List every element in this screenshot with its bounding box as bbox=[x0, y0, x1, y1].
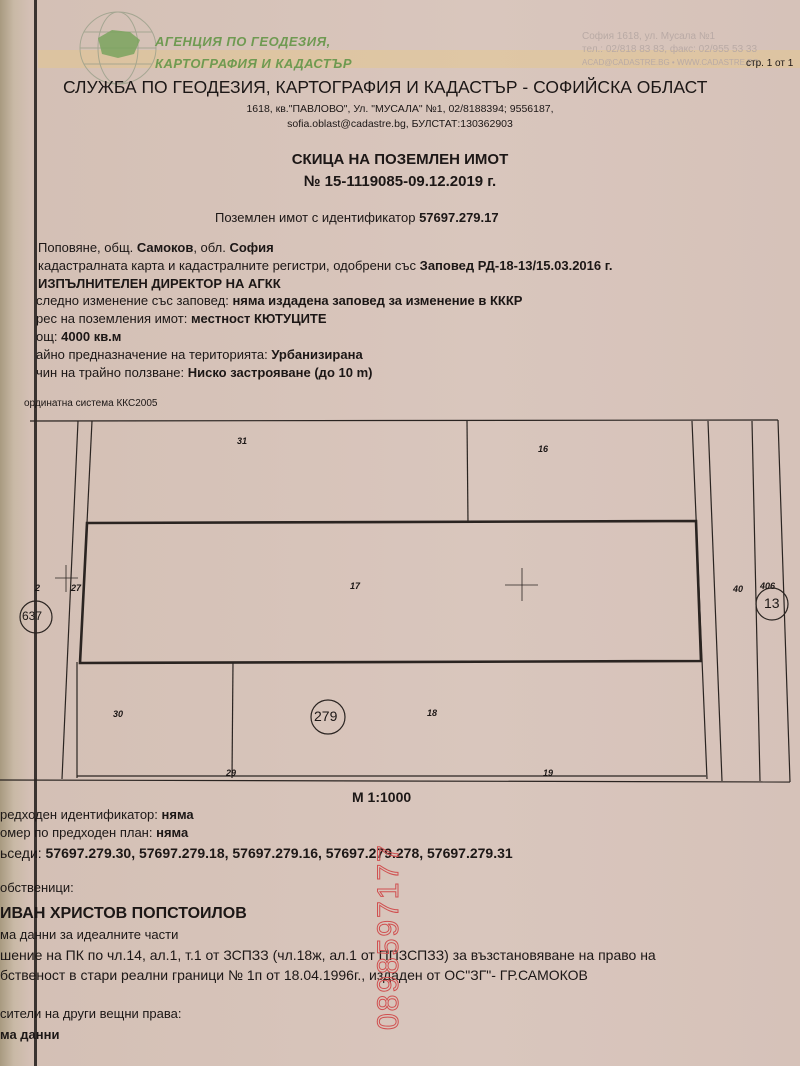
identifier-line: Поземлен имот с идентификатор 57697.279.… bbox=[215, 210, 499, 225]
parcel-label: 406 bbox=[760, 581, 776, 591]
parcel-label: 18 bbox=[427, 708, 438, 718]
detail-value: 4000 кв.м bbox=[61, 329, 122, 344]
detail-label: следно изменение със заповед: bbox=[36, 293, 233, 308]
contact-line: тел.: 02/818 83 83, факс: 02/955 53 33 bbox=[582, 44, 758, 55]
parcel-label: 16 bbox=[538, 444, 549, 454]
book-spine bbox=[34, 0, 37, 1066]
identifier-value: 57697.279.17 bbox=[419, 210, 499, 225]
parcel-label: 40 bbox=[733, 584, 744, 594]
detail-area: ощ: 4000 кв.м bbox=[36, 329, 121, 344]
identifier-label: Поземлен имот с идентификатор bbox=[215, 210, 416, 225]
block-number: 279 bbox=[314, 708, 338, 724]
detail-label: чин на трайно ползване: bbox=[36, 365, 188, 380]
detail-value: Самоков bbox=[136, 240, 194, 255]
detail-address: рес на поземления имот: местност КЮТУЦИТ… bbox=[36, 311, 327, 326]
detail-label: айно предназначение на територията: bbox=[36, 347, 272, 362]
owners-label: обственици: bbox=[0, 880, 74, 895]
contact-line: София 1618, ул. Мусала №1 bbox=[582, 31, 716, 42]
contact-line: ACAD@CADASTRE.BG • WWW.CADASTRE.BG bbox=[582, 58, 759, 67]
detail-change: следно изменение със заповед: няма издад… bbox=[36, 293, 522, 308]
previous-plan-number: омер по предходен план: няма bbox=[0, 825, 188, 840]
parcel-label: 19 bbox=[543, 768, 554, 778]
map-scale: М 1:1000 bbox=[352, 789, 412, 805]
detail-value: Ниско застрояване (до 10 m) bbox=[187, 365, 373, 380]
detail-location: Поповяне, общ. Самоков, обл. София bbox=[38, 240, 274, 255]
detail-value: Заповед РД-18-13/15.03.2016 г. bbox=[419, 258, 613, 273]
field-label: редходен идентификатор: bbox=[0, 807, 162, 822]
field-label: ьседи: bbox=[0, 845, 46, 861]
block-circle-279 bbox=[310, 699, 346, 735]
office-email: sofia.oblast@cadastre.bg, БУЛСТАТ:130362… bbox=[287, 118, 513, 130]
parcel-label: 29 bbox=[226, 768, 237, 778]
detail-value: местност КЮТУЦИТЕ bbox=[190, 311, 327, 326]
detail-label: кадастралната карта и кадастралните реги… bbox=[38, 258, 420, 273]
field-value: 57697.279.30, 57697.279.18, 57697.279.16… bbox=[45, 845, 513, 861]
block-circle-637 bbox=[19, 600, 53, 634]
detail-value: ИЗПЪЛНИТЕЛЕН ДИРЕКТОР НА АГКК bbox=[38, 276, 281, 291]
detail-label: , обл. bbox=[193, 240, 230, 255]
detail-value: София bbox=[229, 240, 274, 255]
block-number: 637 bbox=[22, 609, 43, 623]
map-top-border bbox=[29, 419, 779, 422]
office-title: СЛУЖБА ПО ГЕОДЕЗИЯ, КАРТОГРАФИЯ И КАДАСТ… bbox=[63, 77, 708, 97]
document-title: СКИЦА НА ПОЗЕМЛЕН ИМОТ bbox=[291, 151, 509, 168]
parcel-label: 2 bbox=[35, 583, 41, 593]
office-address: 1618, кв."ПАВЛОВО", Ул. "МУСАЛА" №1, 02/… bbox=[246, 103, 554, 115]
header-band bbox=[38, 50, 800, 68]
parcel-label: 27 bbox=[71, 583, 82, 593]
field-value: няма bbox=[161, 807, 194, 822]
block-number: 13 bbox=[764, 595, 780, 611]
detail-issuer: ИЗПЪЛНИТЕЛЕН ДИРЕКТОР НА АГКК bbox=[38, 276, 281, 291]
neighbours: ьседи: 57697.279.30, 57697.279.18, 57697… bbox=[0, 845, 513, 861]
map-bottom-border bbox=[0, 779, 791, 783]
detail-purpose: айно предназначение на територията: Урба… bbox=[36, 347, 363, 362]
detail-value: Урбанизирана bbox=[271, 347, 363, 362]
detail-usage: чин на трайно ползване: Ниско застрояван… bbox=[36, 365, 372, 380]
owner-share: ма данни за идеалните части bbox=[0, 927, 179, 942]
owner-document: бственост в стари реални граници № 1п от… bbox=[0, 967, 588, 983]
other-rights-label: сители на други вещни права: bbox=[0, 1006, 182, 1021]
field-label: омер по предходен план: bbox=[0, 825, 157, 840]
parcel-label: 31 bbox=[237, 436, 248, 446]
detail-approval: кадастралната карта и кадастралните реги… bbox=[38, 258, 612, 273]
parcel-label: 30 bbox=[113, 709, 124, 719]
detail-label: ощ: bbox=[36, 329, 62, 344]
page-indicator: стр. 1 от 1 bbox=[746, 58, 794, 69]
phone-watermark: 0898597177 bbox=[372, 843, 406, 1031]
owner-name: ИВАН ХРИСТОВ ПОПСТОИЛОВ bbox=[0, 905, 247, 922]
agency-logo-line1: АГЕНЦИЯ ПО ГЕОДЕЗИЯ, bbox=[155, 34, 331, 49]
detail-value: няма издадена заповед за изменение в ККК… bbox=[232, 293, 523, 308]
previous-identifier: редходен идентификатор: няма bbox=[0, 807, 194, 822]
field-value: няма bbox=[156, 825, 189, 840]
owner-document: шение на ПК по чл.14, ал.1, т.1 от ЗСПЗЗ… bbox=[0, 947, 656, 963]
block-circle-13 bbox=[755, 587, 789, 621]
detail-label: Поповяне, общ. bbox=[38, 240, 137, 255]
parcel-label: 17 bbox=[350, 581, 361, 591]
detail-label: рес на поземления имот: bbox=[36, 311, 191, 326]
agency-logo-line2: КАРТОГРАФИЯ И КАДАСТЪР bbox=[155, 56, 352, 71]
coordinate-system: ординатна система ККС2005 bbox=[24, 398, 158, 409]
parcel-17-outline bbox=[78, 519, 703, 665]
other-rights-value: ма данни bbox=[0, 1027, 60, 1042]
document-number: № 15-1119085-09.12.2019 г. bbox=[303, 173, 497, 190]
